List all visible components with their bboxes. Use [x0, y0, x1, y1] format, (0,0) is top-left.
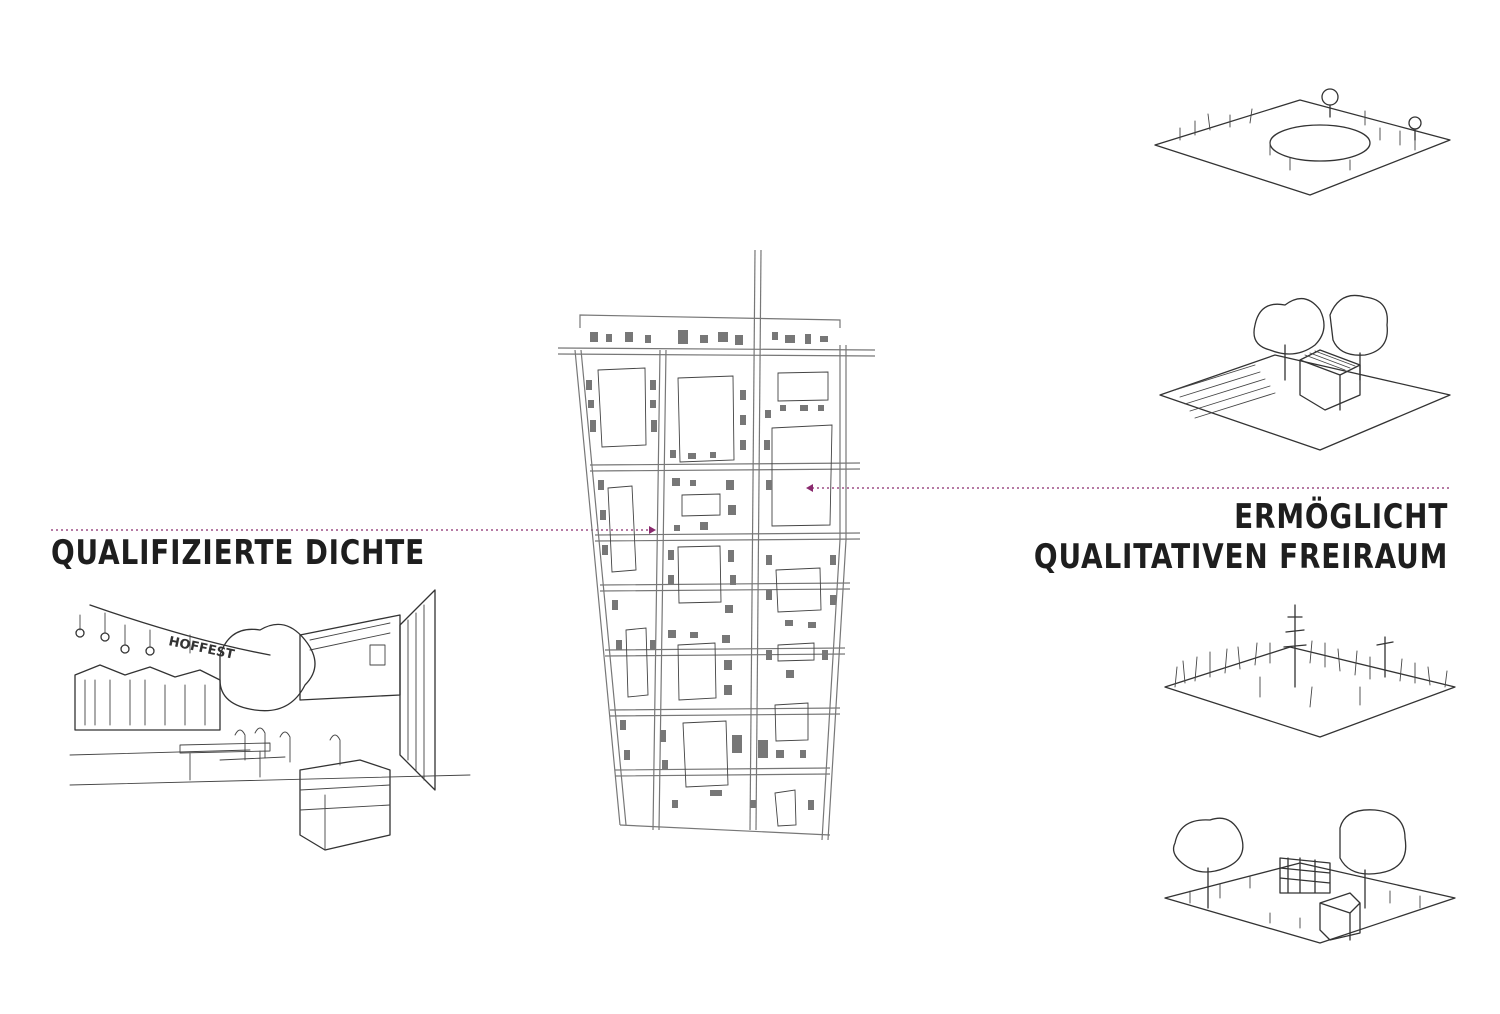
heading-line-1: ERMÖGLICHT	[1234, 497, 1448, 537]
garden-shed-sketch	[1159, 294, 1451, 451]
beehive-box	[1319, 892, 1361, 941]
beehive-stack	[1279, 857, 1331, 894]
courtyard-festival-sketch: HOFFEST	[69, 589, 471, 851]
small-tree	[1376, 636, 1394, 678]
tree-right	[1339, 809, 1407, 875]
row-houses	[74, 664, 221, 731]
left-connector-arrowhead	[649, 526, 656, 534]
pond-wetland-sketch	[1154, 88, 1451, 196]
plan-open-blocks	[597, 367, 833, 827]
right-connector-arrowhead	[806, 484, 813, 492]
pond	[1269, 124, 1371, 162]
beehives-trees-sketch	[1164, 809, 1456, 944]
plan-buildings	[586, 330, 836, 810]
tree-left	[1253, 298, 1325, 355]
heading-line-2: QUALITATIVEN FREIRAUM	[1033, 537, 1448, 577]
side-wall	[399, 589, 436, 791]
vegetable-rows	[1174, 364, 1276, 419]
heading-qualified-density: QUALIFIZIERTE DICHTE	[51, 533, 426, 573]
market-stall	[299, 759, 391, 851]
plan-roads	[557, 249, 876, 841]
garden-shed	[1299, 349, 1361, 411]
hoffest-sign: HOFFEST	[167, 634, 236, 663]
tree-canopy	[219, 623, 316, 712]
young-tree	[1283, 604, 1307, 688]
wild-meadow-sketch	[1164, 604, 1456, 738]
tree-left	[1172, 817, 1244, 873]
people	[234, 727, 341, 766]
urban-block-plan-sketch	[557, 249, 876, 841]
tables	[179, 742, 286, 781]
string-lights	[89, 604, 271, 656]
heading-qualitative-open-space: ERMÖGLICHT QUALITATIVEN FREIRAUM	[1034, 497, 1448, 577]
tree-right	[1329, 294, 1388, 356]
